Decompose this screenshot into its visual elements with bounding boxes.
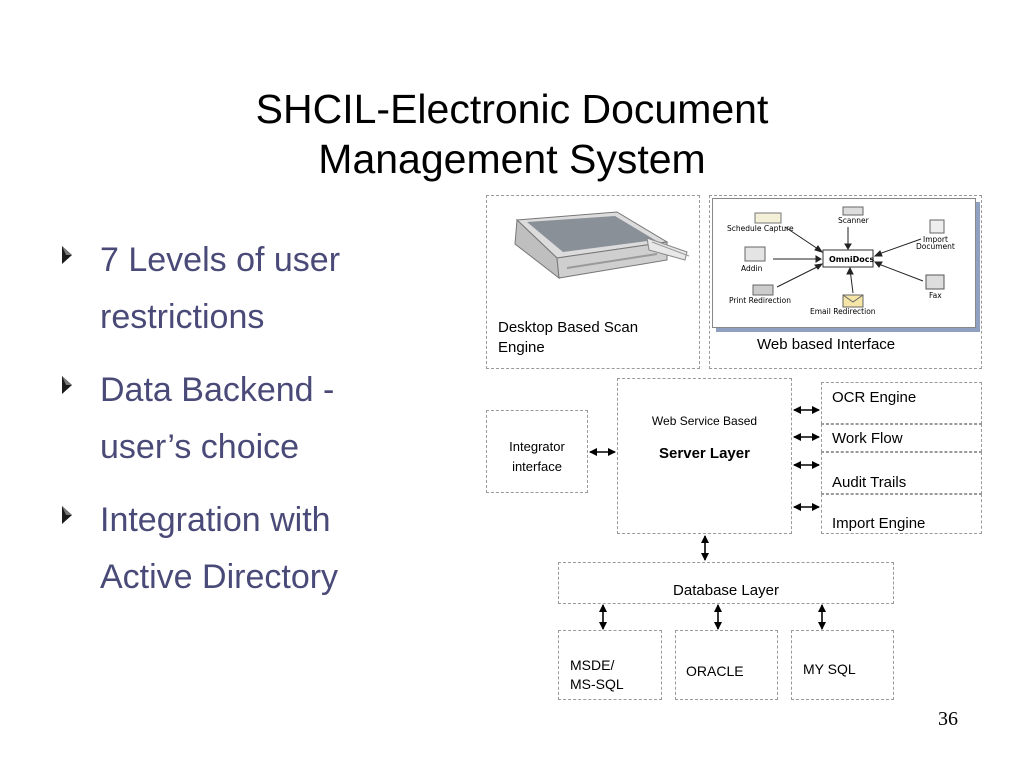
addin-label: Addin	[741, 264, 763, 273]
slide-title-line-1: SHCIL-Electronic Document	[255, 86, 769, 132]
fax-label: Fax	[929, 291, 942, 300]
omnidocs-center-label: OmniDocs	[829, 255, 874, 264]
server-layer-box: Web Service Based Server Layer	[617, 378, 792, 534]
import-document-icon	[929, 219, 945, 234]
integrator-interface-box: Integrator interface	[486, 410, 588, 493]
bullet-text-line-2: Active Directory	[100, 558, 339, 596]
fax-icon	[925, 274, 945, 290]
omnidocs-architecture-graphic: Schedule Capture Scanner Import Document…	[727, 206, 955, 316]
omnidocs-connector-arrows	[773, 226, 924, 294]
bullet-text-line-1: Data Backend -	[100, 371, 335, 409]
ocr-engine-box: OCR Engine	[821, 382, 982, 424]
import-document-label-1: Import	[923, 235, 948, 244]
slide-title: SHCIL-Electronic Document Management Sys…	[0, 84, 1024, 184]
web-interface-label: Web based Interface	[757, 336, 896, 353]
scanner-label: Scanner	[838, 216, 870, 225]
bullet-text-line-1: 7 Levels of user	[100, 241, 341, 279]
bullet-text-line-1: Integration with	[100, 501, 331, 539]
bullet-marker-icon	[62, 376, 72, 394]
bullet-marker-icon	[62, 246, 72, 264]
mysql-label: MY SQL	[803, 661, 856, 677]
omnidocs-panel: Schedule Capture Scanner Import Document…	[712, 198, 976, 328]
bullet-text-line-2: user’s choice	[100, 428, 300, 466]
schedule-capture-folder-icon	[754, 212, 782, 224]
bullet-item: Integration with Active Directory	[62, 492, 402, 606]
work-flow-label: Work Flow	[832, 430, 903, 447]
bullet-marker-icon	[62, 506, 72, 524]
database-layer-label: Database Layer	[673, 582, 779, 599]
server-layer-title: Server Layer	[659, 445, 750, 462]
server-layer-subtitle: Web Service Based	[651, 414, 758, 428]
bullet-item: 7 Levels of user restrictions	[62, 232, 402, 346]
scanner-image-icon	[514, 211, 690, 280]
desktop-scan-label-line-2: Engine	[498, 339, 545, 356]
bullet-item: Data Backend - user’s choice	[62, 362, 402, 476]
work-flow-box: Work Flow	[821, 424, 982, 452]
scanner-small-icon	[842, 206, 864, 216]
desktop-scan-engine-box: Desktop Based Scan Engine	[486, 195, 700, 369]
integrator-label-line-1: Integrator	[509, 439, 565, 454]
integrator-label-line-2: interface	[512, 459, 562, 474]
msde-label: MSDE/	[570, 657, 615, 673]
email-envelope-icon	[842, 294, 864, 308]
import-engine-box: Import Engine	[821, 494, 982, 534]
desktop-scan-label-line-1: Desktop Based Scan	[498, 319, 639, 336]
web-interface-box: Schedule Capture Scanner Import Document…	[709, 195, 982, 369]
bullet-list: 7 Levels of user restrictions Data Backe…	[62, 232, 402, 622]
print-redirection-label: Print Redirection	[729, 296, 791, 305]
audit-trails-label: Audit Trails	[832, 474, 907, 491]
oracle-box: ORACLE	[675, 630, 778, 700]
import-document-label-2: Document	[916, 242, 955, 251]
slide-title-line-2: Management System	[318, 136, 706, 182]
msde-mssql-box: MSDE/ MS-SQL	[558, 630, 662, 700]
omnidocs-center-box	[822, 249, 874, 268]
printer-icon	[752, 284, 774, 296]
schedule-capture-label: Schedule Capture	[727, 224, 794, 233]
mysql-box: MY SQL	[791, 630, 894, 700]
addin-icon	[744, 246, 766, 262]
oracle-label: ORACLE	[686, 663, 744, 679]
mssql-label: MS-SQL	[570, 676, 624, 692]
page-number: 36	[938, 708, 958, 730]
ocr-engine-label: OCR Engine	[832, 389, 917, 406]
database-layer-box: Database Layer	[558, 562, 894, 604]
audit-trails-box: Audit Trails	[821, 452, 982, 494]
email-redirection-label: Email Redirection	[810, 307, 876, 316]
bullet-text-line-2: restrictions	[100, 298, 265, 336]
import-engine-label: Import Engine	[832, 515, 926, 532]
